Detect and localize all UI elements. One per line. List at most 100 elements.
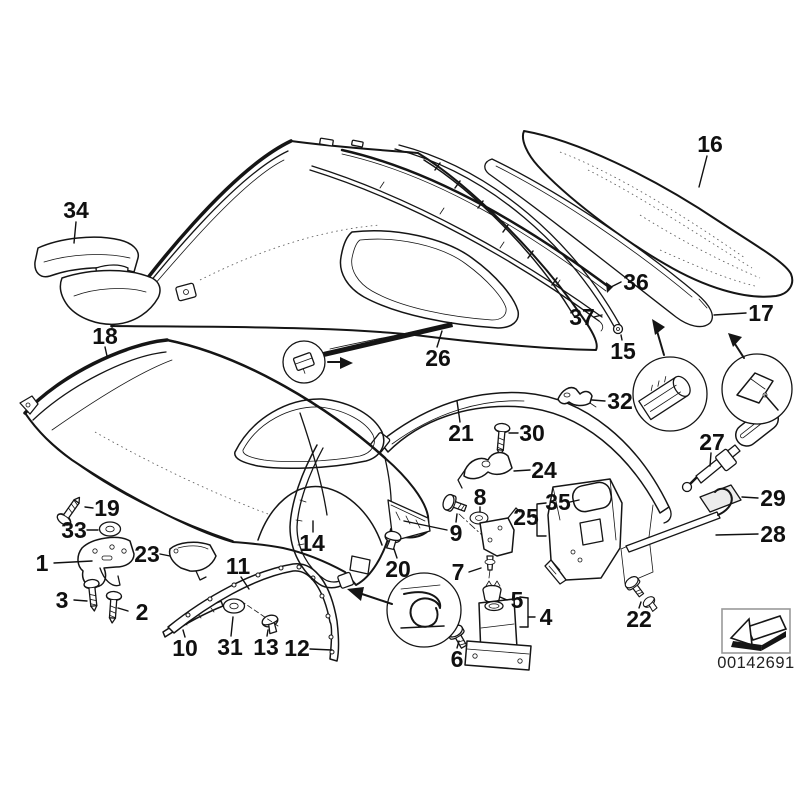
headliner-pad-34 (34, 236, 161, 326)
part-number-text: 34 (63, 197, 89, 223)
leader-line (499, 596, 508, 601)
part-label-24[interactable]: 24 (513, 457, 557, 483)
part-label-2[interactable]: 2 (117, 599, 149, 625)
part-label-27[interactable]: 27 (699, 429, 725, 467)
detail-circles (282, 319, 793, 648)
leader-line (240, 576, 250, 590)
part-label-18[interactable]: 18 (92, 323, 118, 357)
part-number-text: 18 (92, 323, 118, 349)
part-label-25[interactable]: 25 (513, 502, 547, 537)
part-label-12[interactable]: 12 (284, 635, 333, 661)
detail-circle-tube (632, 319, 708, 432)
part-number-text: 3 (56, 587, 69, 613)
part-number-text: 30 (519, 420, 545, 446)
leader-line (117, 607, 129, 612)
part-label-5[interactable]: 5 (499, 587, 524, 613)
leader-line (104, 346, 108, 357)
bolt-9 (440, 492, 469, 517)
part-label-37[interactable]: 37 (569, 304, 603, 330)
part-number-text: 10 (172, 635, 198, 661)
part-number-text: 12 (284, 635, 310, 661)
part-label-11[interactable]: 11 (226, 553, 251, 590)
part-label-32[interactable]: 32 (591, 388, 633, 414)
washer-33 (98, 521, 122, 537)
tool-28 (625, 487, 733, 553)
part-label-9[interactable]: 9 (403, 513, 463, 546)
part-labels-layer: 1234567891011121314151617181920212223242… (36, 131, 786, 672)
part-label-7[interactable]: 7 (452, 559, 482, 585)
part-label-28[interactable]: 28 (715, 521, 786, 547)
console-bracket-group (544, 478, 661, 614)
part-label-14[interactable]: 14 (299, 520, 325, 556)
leader-line (455, 513, 458, 523)
part-number-text: 20 (385, 556, 411, 582)
part-number-text: 1 (36, 550, 49, 576)
part-label-16[interactable]: 16 (697, 131, 723, 188)
part-label-26[interactable]: 26 (425, 330, 451, 371)
part-number-text: 21 (448, 420, 474, 446)
part-label-21[interactable]: 21 (448, 400, 474, 446)
part-label-1[interactable]: 1 (36, 550, 93, 576)
part-label-23[interactable]: 23 (134, 541, 171, 567)
leader-line (713, 312, 747, 316)
part-label-8[interactable]: 8 (474, 484, 487, 513)
leader-line (532, 502, 547, 518)
part-label-20[interactable]: 20 (385, 548, 411, 582)
leader-line (436, 330, 443, 348)
part-label-22[interactable]: 22 (626, 601, 652, 632)
leader-line (741, 496, 759, 499)
part-number-text: 35 (545, 489, 571, 515)
leader-line (591, 399, 606, 402)
latch-cluster (440, 422, 532, 671)
part-number-text: 11 (226, 553, 251, 579)
leader-line (610, 281, 622, 288)
part-number-text: 7 (452, 559, 465, 585)
part-number-text: 28 (760, 521, 786, 547)
part-label-29[interactable]: 29 (741, 485, 786, 511)
part-number-text: 15 (610, 338, 636, 364)
part-number-text: 16 (697, 131, 723, 157)
part-label-36[interactable]: 36 (610, 269, 649, 295)
part-label-19[interactable]: 19 (84, 495, 120, 521)
detail-circle-corner (721, 333, 793, 425)
leader-line (456, 640, 460, 649)
part-number-text: 19 (94, 495, 120, 521)
part-label-3[interactable]: 3 (56, 587, 88, 613)
diagram-id-code: 00142691 (717, 654, 794, 672)
part-label-4[interactable]: 4 (519, 596, 553, 630)
part-label-6[interactable]: 6 (451, 640, 464, 672)
part-number-text: 31 (217, 634, 243, 660)
part-number-text: 24 (531, 457, 557, 483)
part-number-text: 26 (425, 345, 451, 371)
leader-line (159, 553, 171, 557)
trim-strips-bottom (162, 444, 355, 662)
part-label-10[interactable]: 10 (172, 629, 198, 661)
part-label-31[interactable]: 31 (217, 616, 243, 660)
leader-line (620, 334, 623, 341)
leader-line (73, 599, 88, 602)
part-label-13[interactable]: 13 (253, 629, 279, 660)
clip-32 (557, 386, 593, 407)
part-number-text: 29 (760, 485, 786, 511)
part-number-text: 9 (450, 520, 463, 546)
leader-line (403, 520, 448, 531)
part-label-15[interactable]: 15 (610, 334, 636, 364)
leader-line (519, 596, 529, 599)
leader-line (709, 452, 712, 467)
part-label-35[interactable]: 35 (545, 489, 580, 515)
part-number-text: 2 (136, 599, 149, 625)
part-label-17[interactable]: 17 (713, 300, 774, 326)
leader-line (513, 469, 531, 472)
part-label-33[interactable]: 33 (61, 517, 99, 543)
detail-circle-clip (282, 340, 353, 384)
part-number-text: 37 (569, 304, 595, 330)
part-label-34[interactable]: 34 (63, 197, 89, 244)
part-number-text: 8 (474, 484, 487, 510)
leader-line (593, 314, 603, 318)
leader-line (698, 155, 708, 188)
leader-line (309, 648, 333, 651)
part-label-30[interactable]: 30 (508, 420, 545, 446)
id-plate: 00142691 (717, 608, 794, 672)
